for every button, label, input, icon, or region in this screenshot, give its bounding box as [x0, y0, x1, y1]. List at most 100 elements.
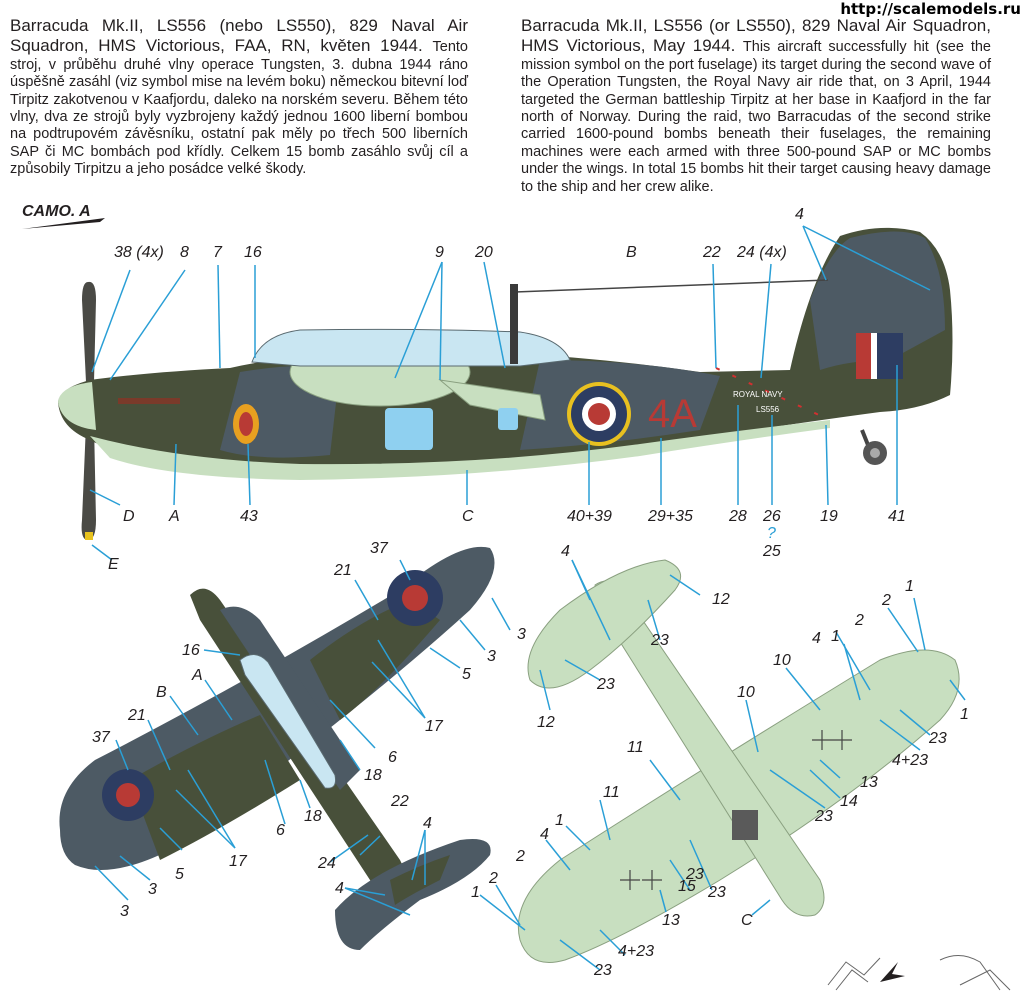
top-roundel-left — [102, 769, 154, 821]
bottom-callout-22: 4 — [540, 826, 549, 843]
squadron-emblem-icon — [233, 404, 259, 444]
bottom-callout-21: 1 — [555, 812, 564, 829]
top-callout-19: 17 — [229, 853, 247, 870]
aircraft-code: 4A — [648, 392, 697, 436]
canopy-shape — [251, 328, 571, 367]
top-callout-8: B — [156, 684, 167, 701]
royal-navy-marking: ROYAL NAVY — [733, 390, 783, 399]
side-callout-14: C — [462, 508, 474, 525]
side-callout-8: 22 — [703, 244, 721, 261]
side-callout-21: 19 — [820, 508, 838, 525]
bottom-tailplane-shape — [527, 559, 682, 689]
top-callout-9: 17 — [425, 718, 443, 735]
bottom-callout-10: 2 — [855, 612, 864, 629]
side-callout-23: E — [108, 556, 119, 573]
side-callout-2: 8 — [180, 244, 189, 261]
side-callout-lines — [89, 225, 931, 561]
bottom-callout-14: 4+23 — [892, 752, 929, 769]
bottom-callout-15: 23 — [929, 730, 947, 747]
top-callout-15: 22 — [391, 793, 409, 810]
top-callout-17: 4 — [423, 815, 432, 832]
top-callout-13: 18 — [364, 767, 382, 784]
top-tailplane-shape — [335, 839, 491, 950]
english-description: Barracuda Mk.II, LS556 (or LS550), 829 N… — [521, 16, 991, 196]
arrow-icon — [880, 962, 905, 982]
bottom-callout-18: 11 — [627, 739, 644, 756]
bottom-callout-lines — [479, 559, 966, 971]
czech-title: Barracuda Mk.II, LS556 (nebo LS550), 829… — [10, 16, 468, 56]
czech-description: Barracuda Mk.II, LS556 (nebo LS550), 829… — [10, 16, 468, 179]
top-roundel-right — [387, 570, 443, 626]
fin-flash — [856, 333, 871, 379]
top-callout-21: 3 — [148, 881, 157, 898]
top-callout-14: 18 — [304, 808, 322, 825]
top-callout-16: 24 — [318, 855, 336, 872]
side-callout-15: 40+39 — [567, 508, 612, 525]
bottom-callout-25: 23 — [686, 866, 704, 883]
top-callout-4: 3 — [487, 648, 496, 665]
side-callout-4: 16 — [244, 244, 262, 261]
top-callout-12: 37 — [92, 729, 110, 746]
camo-label: CAMO. A — [22, 203, 91, 220]
bottom-callout-30: 4+23 — [618, 943, 655, 960]
top-callout-7: A — [192, 667, 203, 684]
english-body: This aircraft successfully hit (see the … — [521, 39, 991, 195]
bottom-callout-12: 1 — [960, 706, 969, 723]
tailwheel-icon — [860, 429, 887, 465]
side-callout-19: ? — [767, 525, 776, 542]
side-callout-18: 26 — [763, 508, 781, 525]
bottom-callout-27: 13 — [662, 912, 680, 929]
top-callout-5: 5 — [462, 666, 471, 683]
bottom-callout-6: 1 — [905, 578, 914, 595]
bottom-callout-9: 4 — [812, 630, 821, 647]
bottom-callout-4: 23 — [597, 676, 615, 693]
bottom-callout-16: 13 — [860, 774, 878, 791]
top-callout-3: 3 — [517, 626, 526, 643]
bottom-callout-26: 15 — [678, 878, 696, 895]
bottom-callout-20: 11 — [603, 784, 620, 801]
top-callout-22: 3 — [120, 903, 129, 920]
top-canopy-shape — [239, 654, 336, 789]
bottom-callout-3: 23 — [651, 632, 669, 649]
top-callout-lines — [94, 559, 511, 916]
side-callout-10: 4 — [795, 206, 804, 223]
czech-body: Tento stroj, v průběhu druhé vlny operac… — [10, 39, 468, 178]
bottom-callout-23: 2 — [516, 848, 525, 865]
bottom-callout-32: C — [741, 912, 753, 929]
propeller-icon — [81, 281, 96, 540]
bottom-callout-24: 23 — [708, 884, 726, 901]
side-callout-13: 43 — [240, 508, 258, 525]
bottom-callout-7: 2 — [882, 592, 891, 609]
top-callout-1: 37 — [370, 540, 388, 557]
side-callout-16: 29+35 — [648, 508, 693, 525]
top-callout-11: 21 — [128, 707, 146, 724]
side-callout-6: 20 — [475, 244, 493, 261]
bottom-callout-19: 23 — [815, 808, 833, 825]
bottom-callout-8: 1 — [831, 628, 840, 645]
top-callout-18: 6 — [276, 822, 285, 839]
bottom-callout-5: 12 — [537, 714, 555, 731]
top-callout-20: 5 — [175, 866, 184, 883]
bottom-callout-31: 23 — [594, 962, 612, 979]
serial-marking: LS556 — [756, 405, 780, 414]
bottom-callout-11: 10 — [773, 652, 791, 669]
side-callout-22: 41 — [888, 508, 906, 525]
side-callout-12: A — [169, 508, 180, 525]
top-callout-10: 6 — [388, 749, 397, 766]
side-callout-11: D — [123, 508, 135, 525]
side-callout-3: 7 — [213, 244, 222, 261]
fuselage-roundel — [567, 382, 631, 446]
bottom-callout-13: 10 — [737, 684, 755, 701]
bottom-callout-17: 14 — [840, 793, 858, 810]
watermark-url: http://scalemodels.ru — [837, 0, 1024, 18]
side-callout-9: 24 (4x) — [737, 244, 787, 261]
bottom-callout-28: 2 — [489, 870, 498, 887]
top-callout-6: 16 — [182, 642, 200, 659]
bottom-callout-1: 4 — [561, 543, 570, 560]
side-callout-5: 9 — [435, 244, 444, 261]
top-callout-23: 4 — [335, 880, 344, 897]
